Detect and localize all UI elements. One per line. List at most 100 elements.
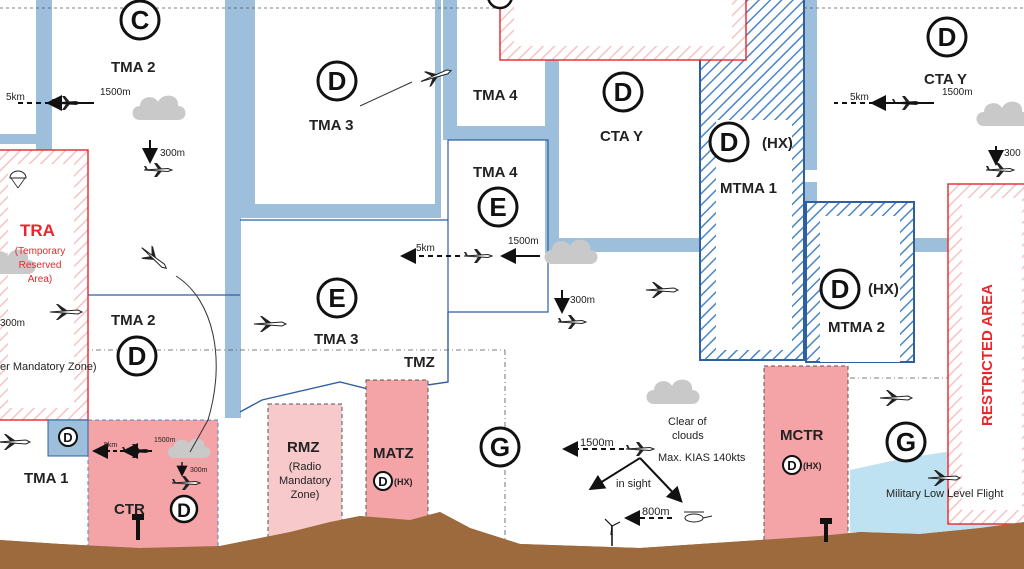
- class-d-circle: [782, 455, 802, 475]
- tma1-label: TMA 1: [24, 470, 68, 487]
- tra-label: TRA: [20, 221, 55, 240]
- ground-overlay: [0, 512, 1024, 569]
- class-circles: [58, 0, 968, 524]
- restricted-area-field: [962, 198, 1022, 510]
- aircraft-icon: [625, 441, 655, 457]
- distance-label: 300m: [570, 295, 595, 306]
- class-d-circle: [373, 471, 393, 491]
- control-tower-icon: [132, 514, 144, 540]
- clear-of-label: Clear of: [668, 416, 707, 428]
- class-d-circle: [708, 121, 750, 163]
- class-g-circle: [885, 421, 927, 463]
- mctr-zone: [763, 365, 849, 545]
- class-d-circle: [926, 16, 968, 58]
- wind-turbine-icon: [604, 518, 621, 546]
- tma3-field: [255, 0, 435, 204]
- tma-c-left-ledge: [0, 134, 44, 144]
- class-d-letter: D: [378, 474, 387, 489]
- class-d-letter: D: [938, 22, 957, 52]
- jet-icon: [253, 315, 287, 333]
- tra-field: [8, 164, 74, 408]
- distance-label: 300m: [190, 467, 208, 474]
- class-g-letter: G: [896, 427, 916, 457]
- jet-icon: [0, 433, 31, 451]
- matz-label: MATZ: [373, 445, 414, 462]
- distance-label: 800m: [642, 506, 670, 518]
- max-kias-label: Max. KIAS 140kts: [658, 452, 746, 464]
- class-e-letter: E: [328, 283, 345, 313]
- clouds-label: clouds: [672, 430, 704, 442]
- class-d-circle: [116, 335, 158, 377]
- rmz-sub-label: Mandatory: [279, 475, 331, 487]
- jet-icon: [136, 241, 172, 275]
- arrows: [14, 95, 1004, 526]
- aircraft-icon: [557, 314, 587, 330]
- ctr-label: CTR: [114, 501, 145, 518]
- cta-y-gap: [803, 170, 1024, 182]
- tra-sub-label: (Temporary: [15, 246, 66, 257]
- tma2-low-label: TMA 2: [111, 312, 155, 329]
- tma-c-right-boundary: [225, 0, 241, 418]
- distance-label: 5km: [104, 442, 117, 449]
- class-d-letter: D: [63, 430, 72, 445]
- control-tower-icon: [820, 518, 832, 542]
- class-d-letter: D: [614, 77, 633, 107]
- cloud-icon: [976, 101, 1024, 126]
- distance-label: 300m: [0, 318, 25, 329]
- mctr-label: MCTR: [780, 427, 823, 444]
- tma3-floor: [239, 312, 449, 413]
- class-d-letter: D: [720, 127, 739, 157]
- top-restricted-field: [514, 0, 732, 46]
- aircraft-icon: [143, 162, 173, 178]
- hx-label: (HX): [394, 477, 413, 487]
- distance-label: 300: [1004, 148, 1021, 159]
- class-e-circle: [477, 186, 519, 228]
- class-d-circle: [602, 71, 644, 113]
- tma3-low-outline: [240, 139, 549, 250]
- class-e-circle: [316, 277, 358, 319]
- mtma1-label: MTMA 1: [720, 180, 777, 197]
- matz-zone: [365, 379, 429, 541]
- mandatory-zone-label: er Mandatory Zone): [0, 361, 97, 373]
- class-g-letter: G: [490, 432, 510, 462]
- cta-y-right-label: CTA Y: [924, 71, 967, 88]
- tma3-top-label: TMA 3: [309, 117, 353, 134]
- class-d-circle: [58, 427, 78, 447]
- cloud-icon: [646, 379, 700, 404]
- tra-sub-label: Reserved: [19, 260, 62, 271]
- hx-label: (HX): [868, 281, 899, 298]
- restricted-area-label: RESTRICTED AREA: [979, 284, 996, 426]
- mtma2-label: MTMA 2: [828, 319, 885, 336]
- military-low-level-label: Military Low Level Flight: [886, 488, 1003, 500]
- tra-sub-label: Area): [28, 274, 52, 285]
- class-e-letter: E: [489, 192, 506, 222]
- jet-track-line: [175, 275, 217, 453]
- cta-y-mid-label: CTA Y: [600, 128, 643, 145]
- class-d-letter: D: [177, 501, 191, 522]
- tma2-top-label: TMA 2: [111, 59, 155, 76]
- class-d-letter: D: [831, 274, 850, 304]
- distance-label: 300m: [160, 148, 185, 159]
- jet-icon: [645, 281, 679, 299]
- class-d-letter: D: [328, 66, 347, 96]
- tma1-box: [47, 419, 89, 457]
- class-c-circle: [119, 0, 161, 41]
- class-d-circle: [169, 494, 199, 524]
- rmz-zone: [267, 403, 343, 545]
- tma3-low-label: TMA 3: [314, 331, 358, 348]
- rmz-sub-label: Zone): [291, 489, 320, 501]
- hx-label: (HX): [762, 135, 793, 152]
- helicopter-icon: [684, 511, 713, 523]
- class-d-circle: [316, 60, 358, 102]
- tma3-low-base: [447, 220, 549, 313]
- jet-track-line: [359, 81, 413, 107]
- class-d-letter: D: [128, 341, 147, 371]
- tmz-label: TMZ: [404, 354, 435, 371]
- aircraft-icon: [463, 248, 493, 264]
- distance-label: 5km: [416, 243, 435, 254]
- parachute-icon: [9, 170, 27, 189]
- hx-label: (HX): [803, 461, 822, 471]
- class-d-circle: [819, 268, 861, 310]
